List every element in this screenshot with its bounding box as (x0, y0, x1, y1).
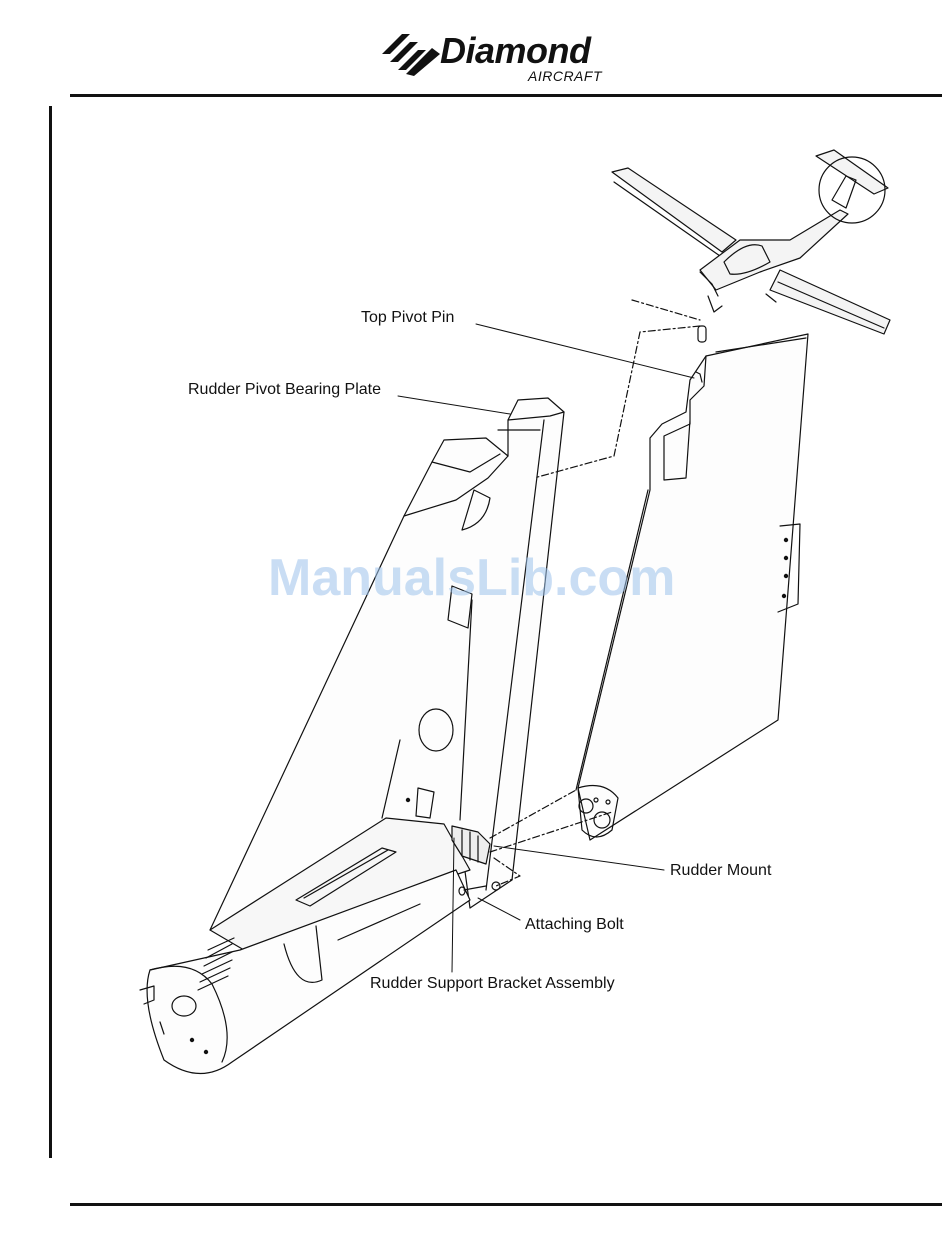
label-rudder-pivot-bearing-plate: Rudder Pivot Bearing Plate (188, 381, 381, 399)
label-attaching-bolt: Attaching Bolt (525, 916, 624, 934)
watermark-text: ManualsLib.com (268, 548, 675, 608)
label-rudder-support-bracket-assembly: Rudder Support Bracket Assembly (370, 975, 615, 993)
label-rudder-mount: Rudder Mount (670, 862, 771, 880)
label-top-pivot-pin: Top Pivot Pin (361, 309, 454, 327)
vertical-stabilizer-part (140, 398, 564, 1074)
aircraft-overview-icon (612, 150, 890, 334)
